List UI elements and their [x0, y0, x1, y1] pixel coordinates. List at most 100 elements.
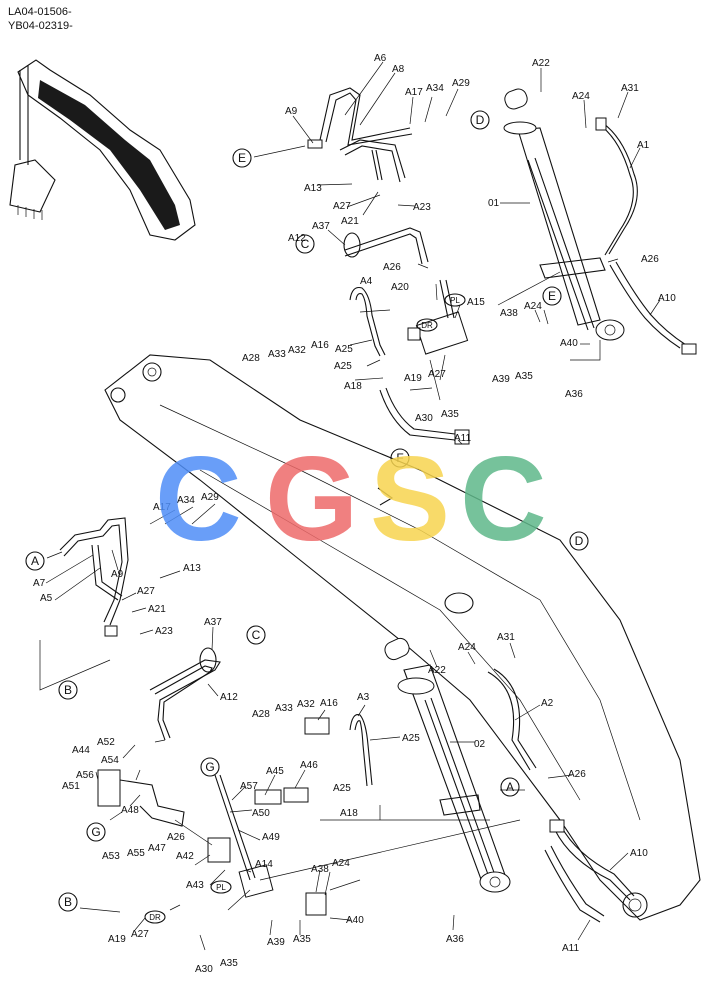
- label-l-a51: A51: [62, 781, 80, 792]
- label-a4: A4: [360, 276, 373, 287]
- label-a34: A34: [426, 83, 444, 94]
- callout-b-top: B: [64, 683, 72, 697]
- label-a37: A37: [312, 221, 330, 232]
- port-tags: PL DR PL DR: [144, 293, 466, 924]
- label-a36: A36: [565, 389, 583, 400]
- cylinder-01: [503, 88, 625, 341]
- label-l-a30: A30: [195, 964, 213, 975]
- callout-e-top: E: [238, 151, 246, 165]
- label-a23: A23: [413, 202, 431, 213]
- label-l-a45: A45: [266, 766, 284, 777]
- label-a1: A1: [637, 140, 650, 151]
- label-l-a52: A52: [97, 737, 115, 748]
- label-l-a46: A46: [300, 760, 318, 771]
- hose-a10: [609, 261, 697, 355]
- label-l-a19: A19: [108, 934, 126, 945]
- hoses-a10-a11-lower: [544, 819, 635, 923]
- label-l-a49: A49: [262, 832, 280, 843]
- label-l-a5: A5: [40, 593, 53, 604]
- label-l-a24: A24: [458, 642, 476, 653]
- label-l-a38: A38: [311, 864, 329, 875]
- label-l-a23: A23: [155, 626, 173, 637]
- excavator-thumbnail: [9, 59, 196, 241]
- label-a38: A38: [500, 308, 518, 319]
- label-l-a27b: A27: [131, 929, 149, 940]
- label-a15: A15: [467, 297, 485, 308]
- pipe-a4: [349, 286, 386, 357]
- label-a28: A28: [242, 353, 260, 364]
- label-a17: A17: [405, 87, 423, 98]
- drawing-code-1: LA04-01506-: [8, 6, 72, 18]
- label-l-a26b: A26: [167, 832, 185, 843]
- pipes-a6-a8: [307, 87, 413, 183]
- label-l-a42: A42: [176, 851, 194, 862]
- label-a20: A20: [391, 282, 409, 293]
- label-l-a17: A17: [153, 502, 171, 513]
- label-a10: A10: [658, 293, 676, 304]
- label-l-a21: A21: [148, 604, 166, 615]
- label-l-a28: A28: [252, 709, 270, 720]
- watermark-letter-1: C: [155, 432, 242, 566]
- hose-a2: [487, 668, 537, 771]
- label-l-a25b: A25: [333, 783, 351, 794]
- label-a29: A29: [452, 78, 470, 89]
- hose-a1: [595, 117, 638, 256]
- tag-pl-bottom: PL: [216, 883, 226, 892]
- label-l-a54: A54: [101, 755, 119, 766]
- label-a30: A30: [415, 413, 433, 424]
- label-l-a35b: A35: [220, 958, 238, 969]
- part-labels: A6 A8 A9 A17 A34 A29 A22 A24 A31 A13 A27…: [33, 53, 676, 975]
- label-l-a7: A7: [33, 578, 46, 589]
- label-l-a36: A36: [446, 934, 464, 945]
- callout-g-left2: G: [91, 825, 100, 839]
- bracket-assembly: [97, 717, 330, 916]
- label-l-a22: A22: [428, 665, 446, 676]
- label-l-02: 02: [474, 739, 486, 750]
- label-l-a2: A2: [541, 698, 554, 709]
- watermark-letter-3: S: [370, 432, 450, 566]
- watermark-letter-4: C: [460, 432, 547, 566]
- callout-a-left: A: [31, 554, 39, 568]
- label-a35b: A35: [441, 409, 459, 420]
- callout-circles: E D C E F A D C B G A G B: [25, 110, 589, 912]
- callout-g-left1: G: [205, 760, 214, 774]
- watermark-letter-2: G: [265, 432, 358, 566]
- label-a25b: A25: [334, 361, 352, 372]
- label-l-a31: A31: [497, 632, 515, 643]
- label-l-a11: A11: [562, 943, 579, 954]
- label-l-a44: A44: [72, 745, 90, 756]
- label-a12: A12: [288, 233, 306, 244]
- label-l-a16: A16: [320, 698, 338, 709]
- label-a11: A11: [454, 433, 471, 444]
- label-a16: A16: [311, 340, 329, 351]
- label-01: 01: [488, 198, 500, 209]
- label-l-a25: A25: [402, 733, 420, 744]
- label-l-a39: A39: [267, 937, 285, 948]
- label-l-a3: A3: [357, 692, 370, 703]
- label-l-a32: A32: [297, 699, 315, 710]
- label-a27b: A27: [428, 369, 446, 380]
- label-l-a40: A40: [346, 915, 364, 926]
- drawing-code-2: YB04-02319-: [8, 20, 73, 32]
- boom-outline: [104, 354, 701, 921]
- label-a33: A33: [268, 349, 286, 360]
- hose-a12-left: [149, 647, 221, 741]
- pipe-a3: [349, 714, 373, 787]
- label-a35: A35: [515, 371, 533, 382]
- callout-b-left: B: [64, 895, 72, 909]
- label-l-a34: A34: [177, 495, 195, 506]
- cylinder-02: [384, 637, 511, 893]
- label-a27: A27: [333, 201, 351, 212]
- label-l-a43: A43: [186, 880, 204, 891]
- label-l-a33: A33: [275, 703, 293, 714]
- label-l-a50: A50: [252, 808, 270, 819]
- label-a9: A9: [285, 106, 298, 117]
- label-a32: A32: [288, 345, 306, 356]
- label-l-a57: A57: [240, 781, 258, 792]
- label-a22: A22: [532, 58, 550, 69]
- callout-d-top: D: [476, 113, 485, 127]
- label-a6: A6: [374, 53, 387, 64]
- label-l-a9: A9: [111, 569, 124, 580]
- label-l-a47: A47: [148, 843, 166, 854]
- label-l-a24b: A24: [332, 858, 350, 869]
